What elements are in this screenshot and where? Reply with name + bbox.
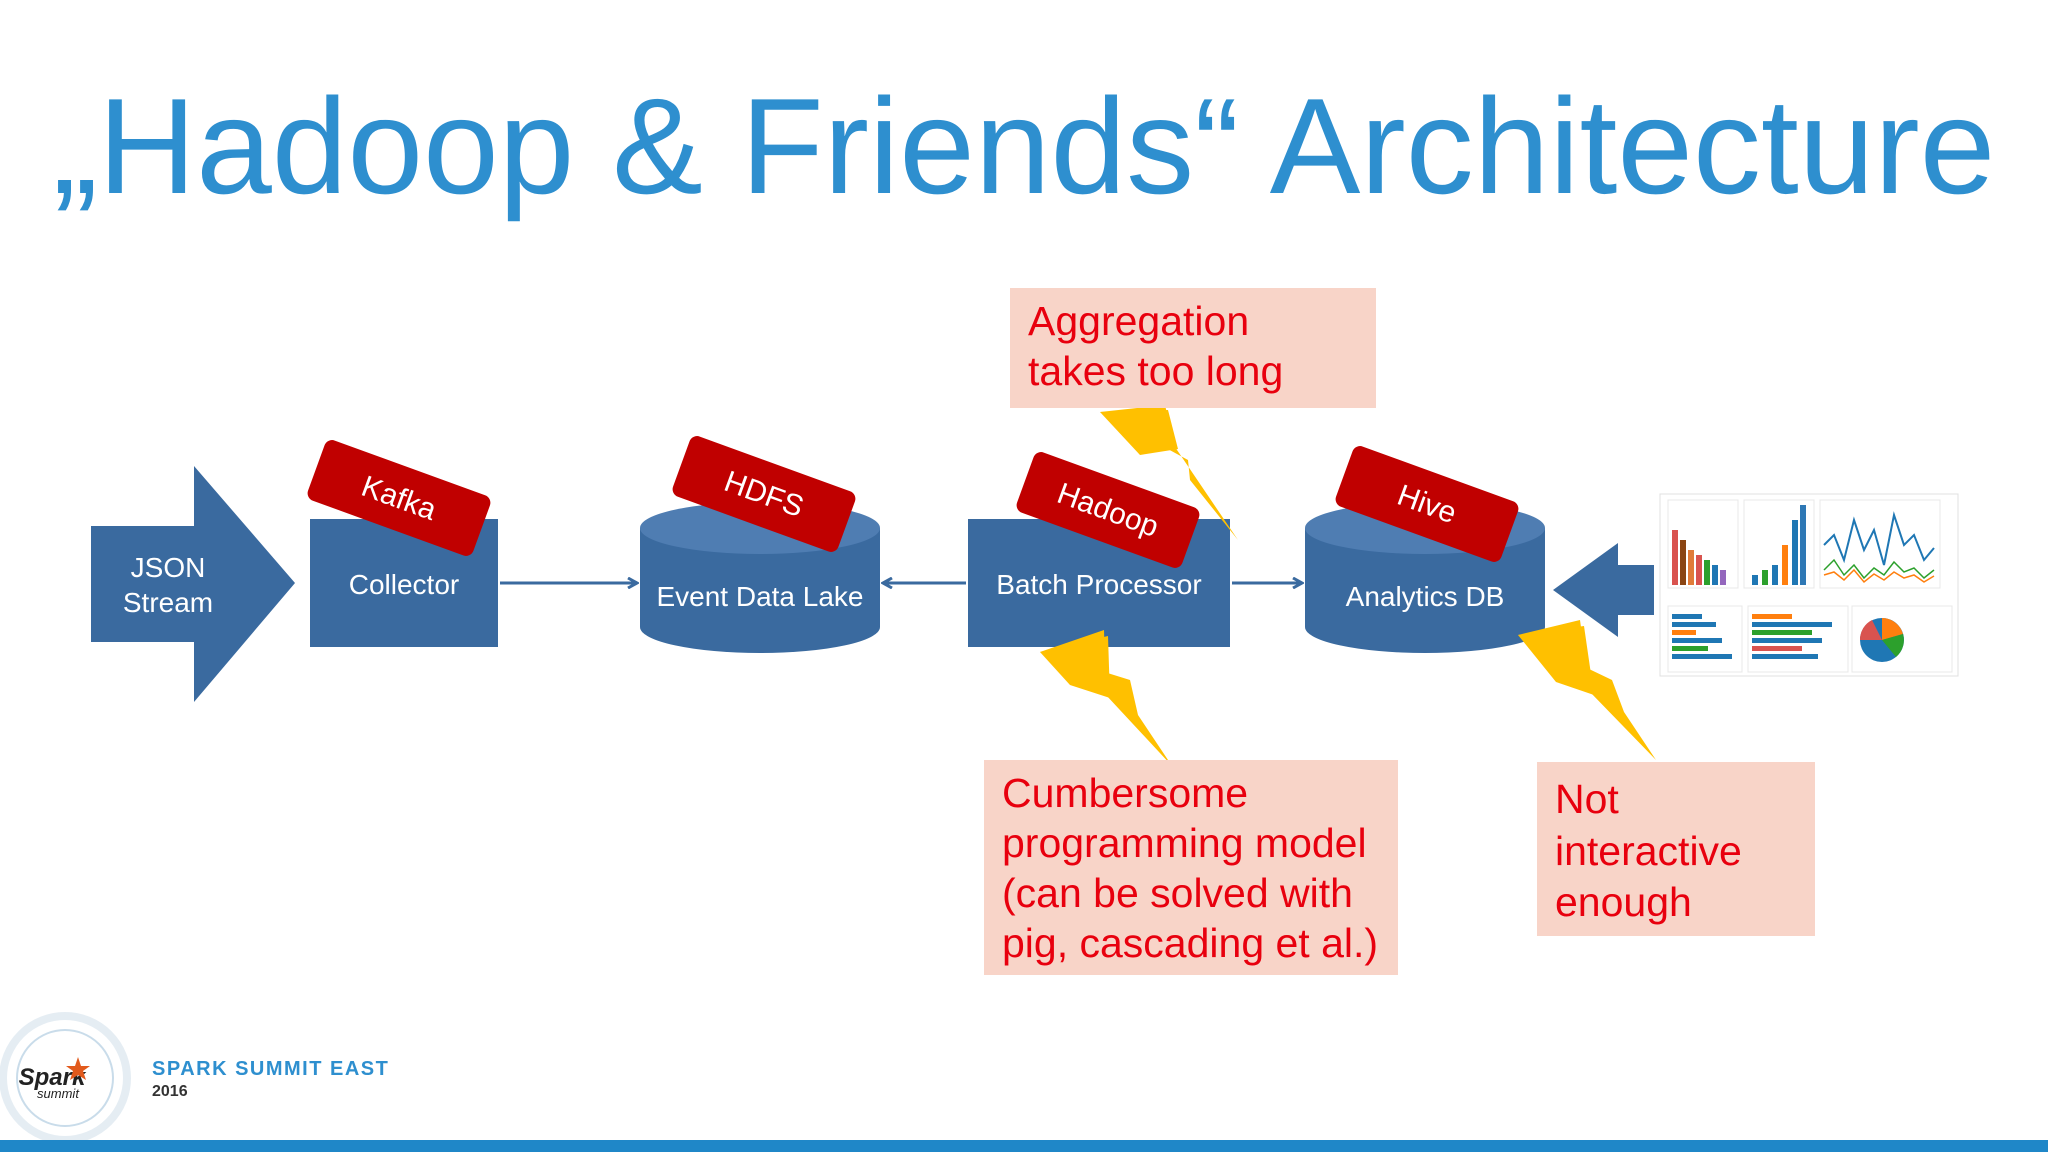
callout-not-interactive: Not interactive enough	[1537, 762, 1815, 936]
analytics-db-label: Analytics DB	[1346, 581, 1505, 612]
callout-cumbersome-line1: Cumbersome	[1002, 770, 1249, 816]
batch-processor-label: Batch Processor	[996, 569, 1201, 600]
hdfs-tag: HDFS	[672, 436, 856, 552]
event-data-lake-label: Event Data Lake	[656, 581, 863, 612]
callout-cumbersome-line3: (can be solved with	[1002, 870, 1353, 917]
callout-cumbersome: Cumbersome programming model (can be sol…	[984, 760, 1398, 975]
dashboard-query-arrow	[1553, 543, 1654, 637]
callout-aggregation-line1: Aggregation	[1028, 298, 1250, 344]
dashboard-stacked-hbar-panel	[1747, 605, 1849, 673]
json-stream-label-line2: Stream	[123, 587, 213, 618]
hive-tag: Hive	[1335, 446, 1519, 562]
event-name: SPARK SUMMIT EAST	[152, 1058, 390, 1080]
kafka-tag: Kafka	[307, 440, 491, 556]
callout-aggregation: Aggregation takes too long	[1010, 288, 1376, 408]
lightning-aggregation-icon-part	[1100, 410, 1178, 455]
collector-label: Collector	[349, 569, 459, 600]
slide-title: „Hadoop & Friends“ Architecture	[52, 70, 1996, 222]
spark-summit-logo: Spark summit	[0, 1012, 131, 1144]
callout-not-interactive-line1: Not	[1555, 776, 1619, 822]
dashboard-stacked-panel	[1743, 499, 1815, 589]
callout-aggregation-line2: takes too long	[1028, 348, 1284, 395]
footer-bar	[0, 1140, 2048, 1152]
dashboard-pie-panel	[1851, 605, 1953, 673]
logo-star-icon	[66, 1057, 90, 1080]
dashboard-thumbnail-image	[1659, 493, 1959, 677]
dashboard-line-panel	[1819, 499, 1941, 589]
dashboard-hbar-panel	[1667, 605, 1743, 673]
json-stream-arrow: JSON Stream	[91, 466, 295, 702]
json-stream-label-line1: JSON	[131, 552, 206, 583]
callout-not-interactive-line2: interactive	[1555, 827, 1742, 874]
dashboard-bar-panel	[1667, 499, 1739, 589]
logo-subtext: summit	[37, 1086, 80, 1101]
callout-cumbersome-line2: programming model	[1002, 820, 1367, 867]
callout-cumbersome-line4: pig, cascading et al.)	[1002, 920, 1379, 967]
event-year: 2016	[152, 1083, 188, 1100]
lightning-cumbersome-icon-part	[1040, 636, 1110, 698]
callout-not-interactive-line3: enough	[1555, 879, 1692, 926]
lightning-not-interactive-icon-part	[1518, 626, 1594, 695]
